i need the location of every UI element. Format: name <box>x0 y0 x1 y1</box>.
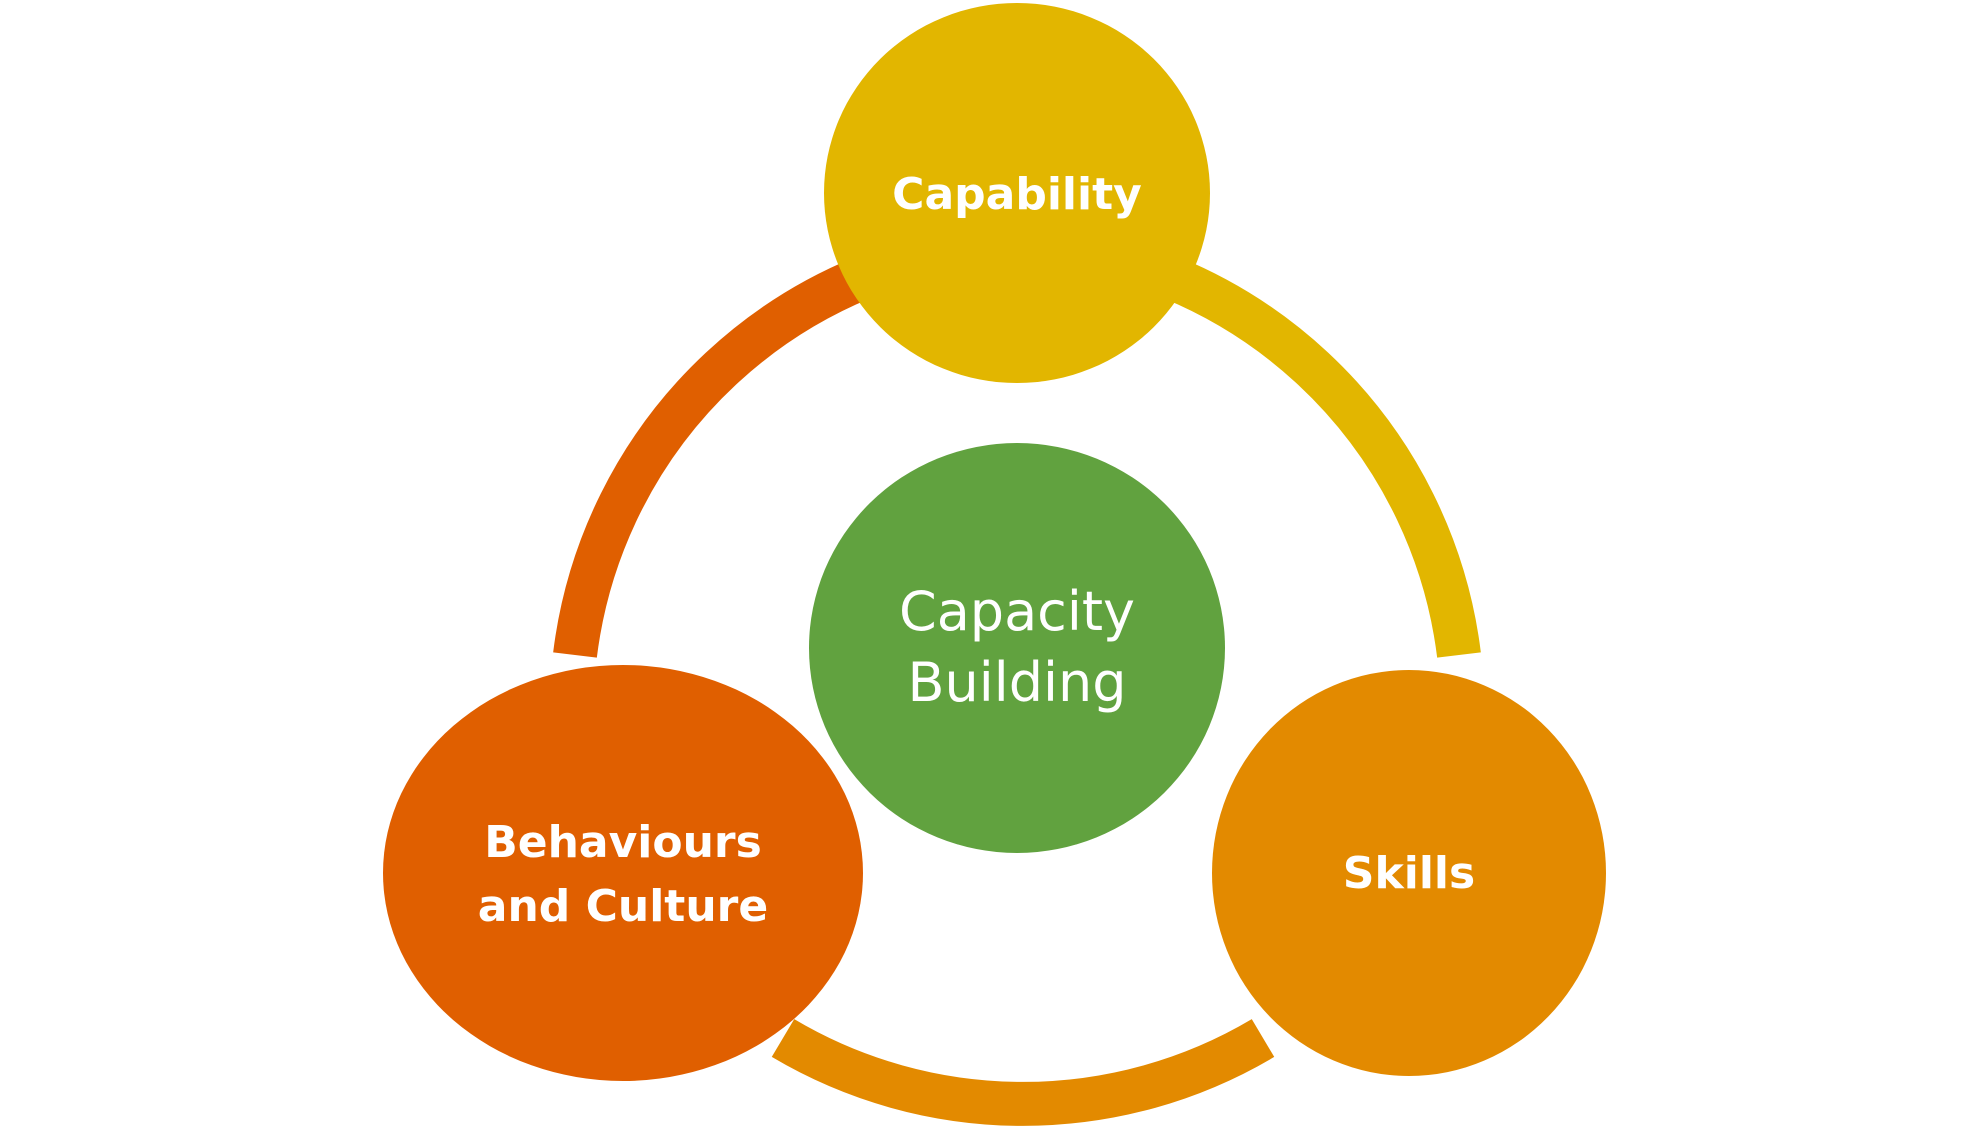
skills-label: Skills <box>1343 848 1475 899</box>
behaviours-and-culture-circle <box>383 665 863 1081</box>
node-capacity-building: Capacity Building <box>809 443 1225 853</box>
capability-label: Capability <box>892 169 1142 220</box>
node-behaviours-and-culture: Behaviours and Culture <box>383 665 863 1081</box>
capacity-building-label-line2: Building <box>907 651 1126 714</box>
capacity-building-label-line1: Capacity <box>899 580 1135 643</box>
arc-behaviours-to-skills <box>771 1019 1275 1126</box>
capacity-building-circle <box>809 443 1225 853</box>
capability-circle <box>824 3 1210 383</box>
node-skills: Skills <box>1212 670 1606 1076</box>
behaviours-and-culture-label-line1: Behaviours <box>484 817 762 868</box>
skills-circle <box>1212 670 1606 1076</box>
node-capability: Capability <box>824 3 1210 383</box>
behaviours-and-culture-label-line2: and Culture <box>478 881 768 932</box>
